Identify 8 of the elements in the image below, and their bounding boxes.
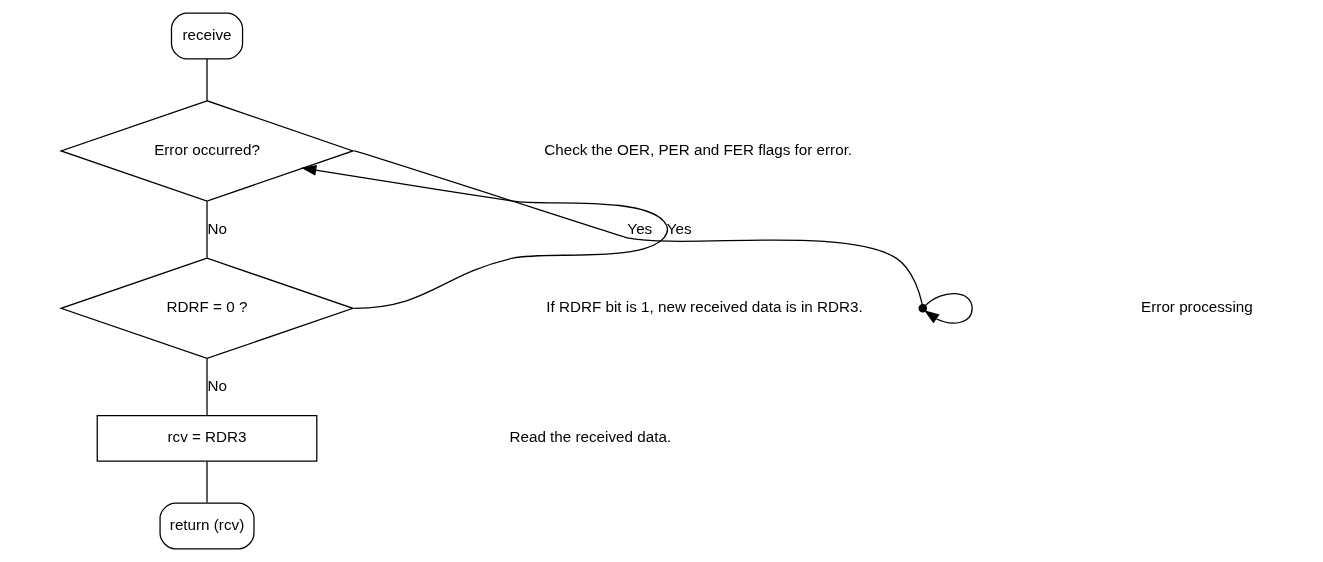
edge-label: Yes xyxy=(626,219,652,237)
label: Read the received data. xyxy=(508,428,671,446)
edge-label: No xyxy=(206,376,227,394)
label: If RDRF bit is 1, new received data is in RDR3. xyxy=(545,298,863,316)
edge-label: Yes xyxy=(666,219,692,237)
edge-label: No xyxy=(206,219,227,237)
label: Error processing xyxy=(1140,298,1253,316)
label: Check the OER, PER and FER flags for error. xyxy=(543,140,852,158)
